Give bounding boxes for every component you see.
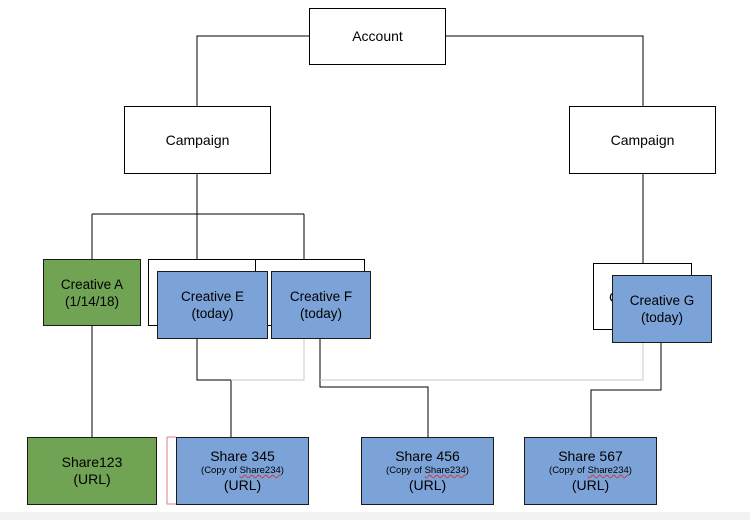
creative-g-date: (today) xyxy=(640,310,684,325)
share567-copy-note: (Copy of Share234) xyxy=(549,465,632,477)
share123-url: (URL) xyxy=(73,471,111,487)
connector-creative-e-share345 xyxy=(196,339,232,437)
creative-g-node[interactable]: Creative G (today) xyxy=(612,275,712,343)
copy-source-name: Share234 xyxy=(424,465,466,476)
creative-a-name: Creative A xyxy=(60,276,124,292)
creative-f-name: Creative F xyxy=(289,289,353,304)
copy-source-name: Share234 xyxy=(239,465,281,476)
share456-node[interactable]: Share 456 (Copy of Share234) (URL) xyxy=(361,437,494,505)
creative-e-name: Creative E xyxy=(180,289,245,304)
share345-node[interactable]: Share 345 (Copy of Share234) (URL) xyxy=(176,437,309,505)
creative-f-node[interactable]: Creative F (today) xyxy=(271,271,371,339)
connector-account-campaign-right xyxy=(446,35,644,106)
connector-account-campaign-left xyxy=(196,35,309,106)
share123-node[interactable]: Share123 (URL) xyxy=(27,437,157,505)
share456-copy-note: (Copy of Share234) xyxy=(386,465,469,477)
creative-f-date: (today) xyxy=(299,306,343,321)
copy-source-name: Share234 xyxy=(587,465,629,476)
connector-ghost-e-f xyxy=(231,326,305,381)
account-label: Account xyxy=(352,28,403,44)
share567-node[interactable]: Share 567 (Copy of Share234) (URL) xyxy=(524,437,657,505)
copy-prefix: (Copy of xyxy=(549,465,588,476)
connector-ghost-f-g xyxy=(320,330,644,381)
copy-prefix: (Copy of xyxy=(201,465,240,476)
share123-name: Share123 xyxy=(61,454,123,470)
copy-suffix: ) xyxy=(628,465,632,476)
creative-g-name: Creative G xyxy=(629,293,695,308)
campaign-node-right[interactable]: Campaign xyxy=(569,106,716,174)
share345-shadow-edge xyxy=(166,436,176,505)
campaign-node-left[interactable]: Campaign xyxy=(124,106,271,174)
connector-creative-f-share456 xyxy=(319,339,429,437)
creative-a-node[interactable]: Creative A (1/14/18) xyxy=(43,259,141,326)
connector-creative-g-share567 xyxy=(590,343,662,437)
campaign-label: Campaign xyxy=(165,131,230,148)
share345-name: Share 345 xyxy=(210,448,275,464)
bottom-strip xyxy=(0,512,750,520)
share345-url: (URL) xyxy=(223,477,262,493)
copy-suffix: ) xyxy=(280,465,284,476)
campaign-label: Campaign xyxy=(610,131,675,148)
copy-prefix: (Copy of xyxy=(386,465,425,476)
share456-name: Share 456 xyxy=(395,448,460,464)
copy-suffix: ) xyxy=(465,465,469,476)
share456-url: (URL) xyxy=(408,477,447,493)
share567-name: Share 567 xyxy=(558,448,623,464)
creative-a-date: (1/14/18) xyxy=(64,293,120,309)
creative-e-node[interactable]: Creative E (today) xyxy=(157,271,268,339)
share345-copy-note: (Copy of Share234) xyxy=(201,465,284,477)
share567-url: (URL) xyxy=(571,477,610,493)
creative-e-date: (today) xyxy=(191,306,234,321)
account-node[interactable]: Account xyxy=(309,8,446,65)
